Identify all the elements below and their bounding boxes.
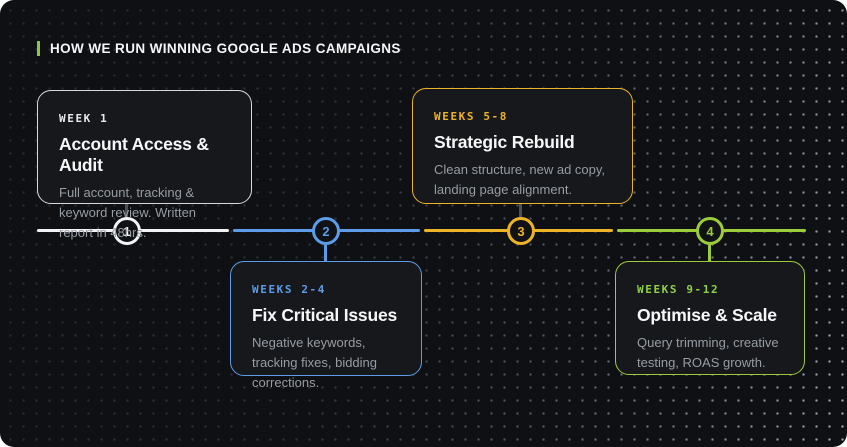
step-card-strategic-rebuild: WEEKS 5-8 Strategic Rebuild Clean struct… [412, 88, 633, 204]
header: HOW WE RUN WINNING GOOGLE ADS CAMPAIGNS [37, 41, 401, 56]
card-body: Negative keywords, tracking fixes, biddi… [252, 335, 378, 391]
card-body: Full account, tracking & keyword review.… [59, 185, 197, 241]
card-heading: Strategic Rebuild [434, 132, 575, 152]
card-heading: Fix Critical Issues [252, 305, 398, 325]
step-card-optimise-scale: WEEKS 9-12 Optimise & Scale Query trimmi… [615, 261, 805, 375]
connector-step-3 [519, 203, 522, 218]
step-node-4: 4 [696, 217, 724, 245]
step-number-2: 2 [322, 223, 330, 239]
step-number-4: 4 [706, 223, 714, 239]
connector-step-1 [125, 203, 128, 218]
card-heading: Optimise & Scale [637, 305, 777, 325]
week-badge: WEEK 1 [59, 112, 109, 125]
step-number-3: 3 [517, 223, 525, 239]
week-badge: WEEKS 9-12 [637, 283, 720, 296]
step-number-1: 1 [123, 223, 131, 239]
connector-step-2 [324, 245, 327, 262]
title-accent-bar [37, 41, 40, 56]
page-title: HOW WE RUN WINNING GOOGLE ADS CAMPAIGNS [50, 41, 401, 56]
card-body: Query trimming, creative testing, ROAS g… [637, 335, 779, 371]
week-badge: WEEKS 2-4 [252, 283, 327, 296]
step-node-3: 3 [507, 217, 535, 245]
step-node-2: 2 [312, 217, 340, 245]
week-badge: WEEKS 5-8 [434, 110, 509, 123]
step-card-fix-critical-issues: WEEKS 2-4 Fix Critical Issues Negative k… [230, 261, 422, 390]
card-body: Clean structure, new ad copy, landing pa… [434, 162, 606, 198]
card-heading: Account Access & Audit [59, 134, 209, 175]
step-card-account-access-audit: WEEK 1 Account Access & Audit Full accou… [37, 90, 252, 240]
connector-step-4 [708, 245, 711, 262]
step-node-1: 1 [113, 217, 141, 245]
